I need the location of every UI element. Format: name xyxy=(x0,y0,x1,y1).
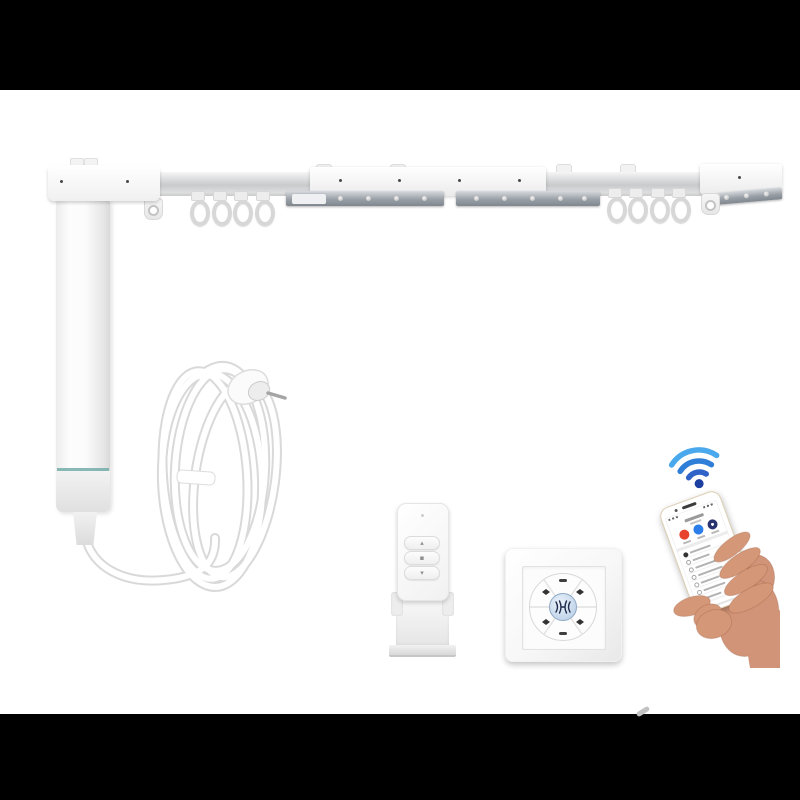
screw-dot xyxy=(398,179,401,182)
curtain-glider xyxy=(255,191,275,226)
switch-bottom-dash xyxy=(559,632,567,635)
motor-accent-line xyxy=(57,468,109,471)
carrier-hook xyxy=(701,193,720,215)
master-carrier-right xyxy=(456,191,600,206)
rivet xyxy=(763,191,770,197)
rivet xyxy=(582,196,587,201)
remote-close-button: ▾ xyxy=(404,566,440,580)
screw-dot xyxy=(126,180,129,183)
carrier-clip xyxy=(292,194,326,204)
rivet xyxy=(474,196,479,201)
curtain-icon xyxy=(555,600,571,614)
wall-switch-button-cluster xyxy=(529,573,597,641)
rivet xyxy=(366,196,371,201)
remote-open-button: ▴ xyxy=(404,536,440,550)
switch-top-dash xyxy=(559,579,567,582)
remote-led xyxy=(421,514,424,517)
curtain-motor xyxy=(56,200,110,512)
cable-tie xyxy=(176,469,216,486)
curtain-glider xyxy=(190,191,210,226)
rivet xyxy=(530,196,535,201)
letterbox-bottom xyxy=(0,714,800,800)
remote-stop-button: ▪ xyxy=(404,551,440,565)
screw-dot xyxy=(518,179,521,182)
motor-head xyxy=(48,165,160,201)
screw-dot xyxy=(60,180,63,183)
curtain-glider xyxy=(212,191,232,226)
remote-wall-holder xyxy=(396,599,449,647)
screw-dot xyxy=(738,176,741,179)
remote-holder-base xyxy=(389,645,456,657)
letterbox-top xyxy=(0,0,800,90)
wifi-icon xyxy=(668,447,720,489)
remote-control: ▴ ▪ ▾ xyxy=(397,503,449,601)
rivet xyxy=(743,193,750,199)
rivet xyxy=(394,196,399,201)
rivet xyxy=(502,196,507,201)
carrier-hook xyxy=(144,198,163,220)
screw-dot xyxy=(339,179,342,182)
motor-bottom-cap xyxy=(56,471,110,512)
rivet xyxy=(558,196,563,201)
rivet xyxy=(338,196,343,201)
motor-cable-connector xyxy=(73,512,97,545)
rivet xyxy=(422,196,427,201)
rivet xyxy=(723,194,730,201)
plug-pin xyxy=(266,391,287,400)
switch-corner-glyphs xyxy=(542,589,584,625)
power-cable-coil xyxy=(81,361,287,592)
curtain-glider xyxy=(607,188,627,223)
curtain-glider xyxy=(628,188,648,223)
curtain-glider xyxy=(671,188,691,223)
curtain-glider xyxy=(650,188,670,223)
hand-fingers xyxy=(673,531,774,640)
master-carrier-left xyxy=(286,191,444,206)
curtain-glider xyxy=(233,191,253,226)
eu-plug xyxy=(227,369,287,405)
screw-dot xyxy=(458,179,461,182)
